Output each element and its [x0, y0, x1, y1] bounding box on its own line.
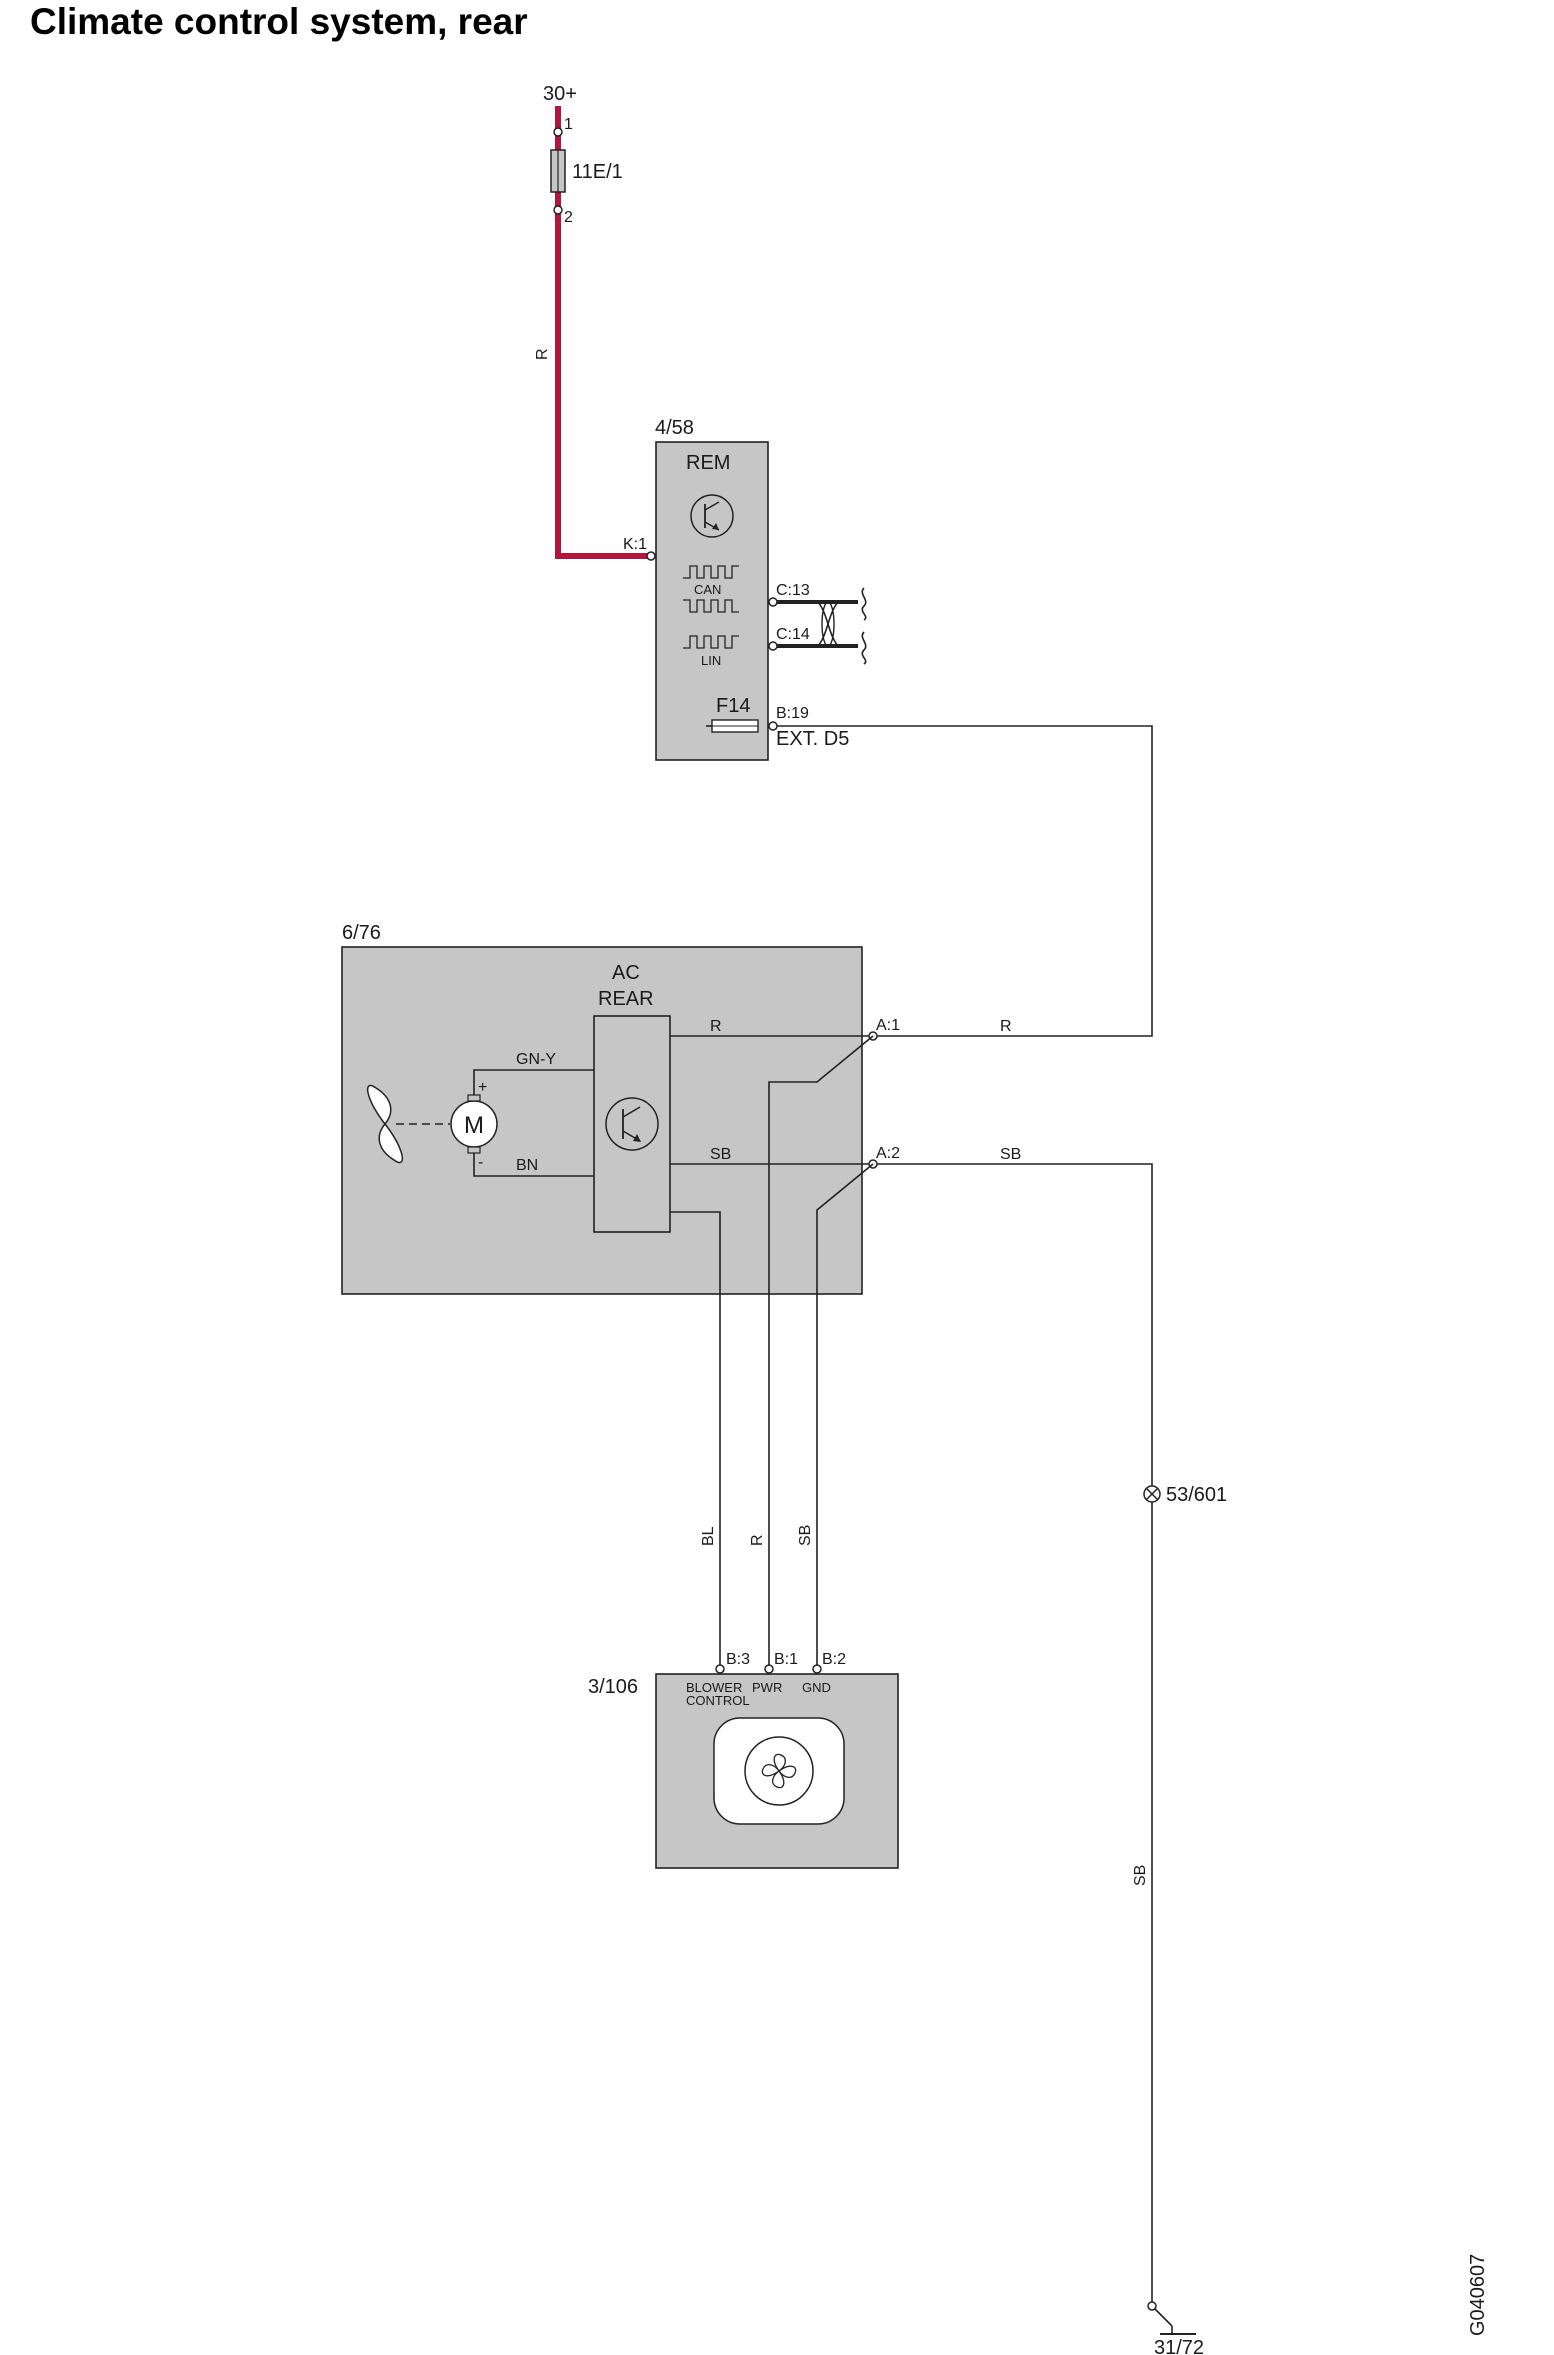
- wire-color-sb: SB: [797, 1525, 814, 1546]
- fuse-icon: [550, 149, 566, 193]
- page-title: Climate control system, rear: [30, 1, 528, 42]
- wire-color-r-inside: R: [710, 1018, 722, 1035]
- ac-rear-id-label: 6/76: [342, 922, 381, 944]
- rem-name: REM: [686, 452, 730, 474]
- wire-sb-gnd: [816, 1163, 874, 1665]
- fuse-pin2-label: 2: [564, 209, 573, 226]
- rem-ext-label: EXT. D5: [776, 728, 849, 750]
- wire-color-r: R: [749, 1534, 766, 1546]
- fan-icon: [366, 1084, 404, 1164]
- svg-text:M: M: [464, 1112, 484, 1139]
- blower-pin-b2-label: B:2: [822, 1651, 846, 1668]
- wire-color-bn: BN: [516, 1157, 538, 1174]
- blower-id-label: 3/106: [588, 1676, 638, 1698]
- rem-module: [655, 441, 769, 761]
- fuse-pin1-label: 1: [564, 116, 573, 133]
- bus-lin-label: LIN: [701, 653, 721, 668]
- rem-pin-c13-label: C:13: [776, 582, 810, 599]
- rem-id-label: 4/58: [655, 417, 694, 439]
- blower-pin-b1-label: B:1: [774, 1651, 798, 1668]
- wire-color-ground: SB: [1132, 1865, 1149, 1886]
- transistor-icon: [605, 1097, 659, 1151]
- motor-pos-wire: [473, 1069, 594, 1095]
- fuse-pin-2: [553, 205, 563, 215]
- rem-pin-k1-label: K:1: [623, 536, 647, 553]
- wire-bl: [670, 1211, 721, 1665]
- motor-icon: M: [450, 1094, 498, 1154]
- ac-pin-a1-label: A:1: [876, 1017, 900, 1034]
- splice-id-label: 53/601: [1166, 1484, 1227, 1506]
- fuse-id-label: 11E/1: [572, 161, 623, 183]
- supply-label: 30+: [543, 83, 577, 105]
- wire-color-bl: BL: [700, 1526, 717, 1546]
- motor-plus-label: +: [478, 1079, 487, 1096]
- transistor-icon: [690, 494, 734, 538]
- rem-pin-c14-label: C:14: [776, 626, 810, 643]
- wire-a2-to-ground: [877, 1163, 1153, 2302]
- rem-pin-c13: [768, 597, 778, 607]
- wire-color-r-outside: R: [1000, 1018, 1012, 1035]
- ground-icon: [1147, 2301, 1196, 2335]
- wire-b19-to-a1: [777, 725, 1153, 1037]
- fuse-icon: [706, 719, 759, 733]
- blower-pin-b1: [764, 1664, 774, 1674]
- blower-pwr-label: PWR: [752, 1680, 782, 1695]
- rem-pin-k1: [646, 551, 656, 561]
- wire-color-gn-y: GN-Y: [516, 1051, 556, 1068]
- motor-neg-wire: [473, 1153, 594, 1177]
- blower-pin-b3: [715, 1664, 725, 1674]
- blower-ctrl-label-1: BLOWER: [686, 1680, 742, 1695]
- rem-pin-b19-label: B:19: [776, 705, 809, 722]
- ground-id-label: 31/72: [1154, 2337, 1204, 2355]
- rem-pin-c14: [768, 641, 778, 651]
- wire-r-pwr: [768, 1035, 874, 1665]
- blower-pin-b2: [812, 1664, 822, 1674]
- splice-icon: [1143, 1485, 1161, 1503]
- fan-icon: [713, 1717, 845, 1825]
- wire-color-fuse: R: [534, 348, 551, 360]
- rem-fuse-label: F14: [716, 695, 750, 717]
- blower-pin-b3-label: B:3: [726, 1651, 750, 1668]
- motor-minus-label: -: [478, 1154, 483, 1171]
- blower-gnd-label: GND: [802, 1680, 831, 1695]
- ac-pin-a2-label: A:2: [876, 1145, 900, 1162]
- document-id: G040607: [1467, 2254, 1489, 2336]
- twisted-pair-icon: [777, 587, 867, 665]
- wire-color-sb-outside: SB: [1000, 1146, 1021, 1163]
- bus-can-label: CAN: [694, 582, 721, 597]
- ac-rear-name-line2: REAR: [598, 988, 654, 1010]
- can-signal-icon: [683, 565, 739, 613]
- fuse-pin-1: [553, 127, 563, 137]
- ac-rear-name-line1: AC: [612, 962, 640, 984]
- wire-color-sb-inside: SB: [710, 1146, 731, 1163]
- blower-ctrl-label-2: CONTROL: [686, 1693, 750, 1708]
- lin-signal-icon: [683, 635, 739, 649]
